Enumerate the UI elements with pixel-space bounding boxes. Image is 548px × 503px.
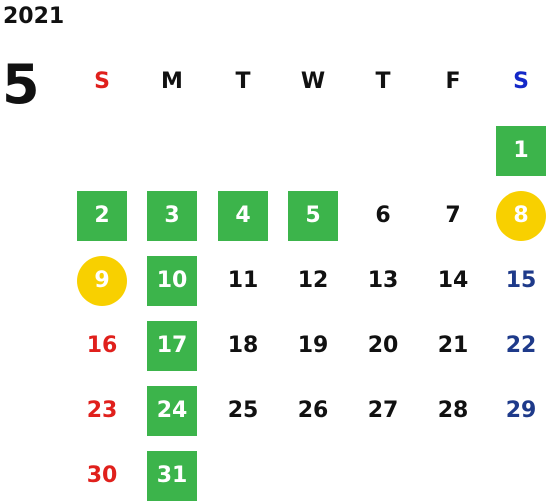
day-cell-19: 19 <box>297 333 329 358</box>
weekday-0: S <box>94 69 110 94</box>
day-cell-13: 13 <box>367 268 399 293</box>
day-cell-6: 6 <box>375 203 391 228</box>
day-cell-25: 25 <box>227 398 259 423</box>
month-number: 5 <box>2 53 40 116</box>
weekday-2: T <box>235 69 251 94</box>
day-cell-4: 4 <box>218 191 268 241</box>
weekday-3: W <box>300 69 326 94</box>
day-cell-20: 20 <box>367 333 399 358</box>
day-cell-1: 1 <box>496 126 546 176</box>
day-cell-23: 23 <box>86 398 118 423</box>
day-cell-27: 27 <box>367 398 399 423</box>
day-cell-31: 31 <box>147 451 197 501</box>
day-cell-14: 14 <box>437 268 469 293</box>
day-cell-11: 11 <box>227 268 259 293</box>
day-cell-18: 18 <box>227 333 259 358</box>
day-cell-15: 15 <box>505 268 537 293</box>
day-cell-26: 26 <box>297 398 329 423</box>
day-cell-17: 17 <box>147 321 197 371</box>
day-cell-7: 7 <box>445 203 461 228</box>
day-cell-24: 24 <box>147 386 197 436</box>
day-cell-28: 28 <box>437 398 469 423</box>
weekday-1: M <box>161 69 183 94</box>
day-cell-8: 8 <box>496 191 546 241</box>
day-cell-16: 16 <box>86 333 118 358</box>
year-label: 2021 <box>3 4 65 29</box>
day-cell-21: 21 <box>437 333 469 358</box>
day-cell-30: 30 <box>86 463 118 488</box>
day-cell-5: 5 <box>288 191 338 241</box>
weekday-4: T <box>375 69 391 94</box>
day-cell-9: 9 <box>77 256 127 306</box>
day-cell-29: 29 <box>505 398 537 423</box>
weekday-5: F <box>445 69 461 94</box>
day-cell-2: 2 <box>77 191 127 241</box>
day-cell-3: 3 <box>147 191 197 241</box>
day-cell-12: 12 <box>297 268 329 293</box>
weekday-6: S <box>513 69 529 94</box>
day-cell-22: 22 <box>505 333 537 358</box>
day-cell-10: 10 <box>147 256 197 306</box>
